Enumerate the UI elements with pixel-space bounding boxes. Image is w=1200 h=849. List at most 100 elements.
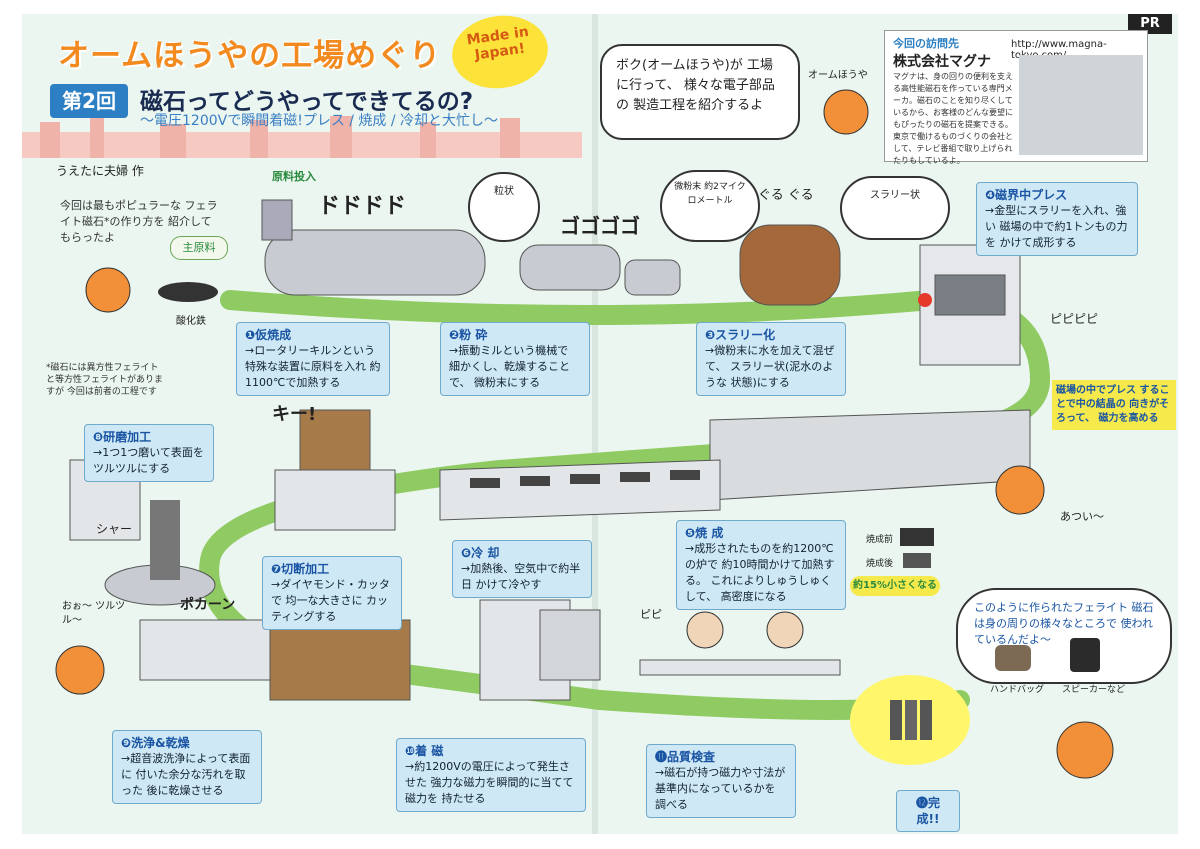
step-12-box: ⓬完成!!	[896, 790, 960, 832]
before-sample	[900, 528, 934, 546]
sfx-atsui: あつい〜	[1060, 510, 1104, 523]
step-7-title: ❼切断加工	[271, 562, 330, 576]
slurry-bubble: スラリー状	[840, 176, 950, 240]
step-3-box: ❸スラリー化 →微粉末に水を加えて混ぜて、 スラリー状(泥水のような 状態)にする	[696, 322, 846, 396]
speaker-icon	[1070, 638, 1100, 672]
visit-description: マグナは、身の回りの便利を支える高性能磁石を作っている専門メーカ。磁石のことを知…	[893, 72, 1013, 165]
step-8-title: ❽研磨加工	[93, 430, 152, 444]
ultrasonic-washer	[139, 619, 411, 701]
magnetic-press	[918, 244, 1021, 366]
step-7-box: ❼切断加工 →ダイヤモンド・カッタで 均一な大きさに カッティングする	[262, 556, 402, 630]
mascot-left-2	[55, 645, 105, 695]
iron-oxide-pile	[158, 282, 218, 302]
sfx-guru: ぐる ぐる	[758, 188, 814, 203]
step-5-box: ❺焼 成 →成形されたものを約1200℃の炉で 約10時間かけて加熱する。 これに…	[676, 520, 846, 610]
step-11-title: ⓫品質検査	[655, 750, 716, 764]
granule-label: 粒状	[494, 186, 514, 197]
slurry-drum	[739, 224, 841, 306]
step-9-text: →超音波洗浄によって表面に 付いた余分な汚れを取った 後に乾燥させる	[121, 752, 251, 797]
mascot-right-1	[823, 89, 869, 135]
step-12-title: ⓬完成!!	[915, 796, 940, 826]
step-6-title: ❻冷 却	[461, 546, 500, 560]
page-gutter	[592, 14, 598, 834]
step-11-box: ⓫品質検査 →磁石が持つ磁力や寸法が 基準内になっているかを 調べる	[646, 744, 796, 818]
step-5-text: →成形されたものを約1200℃の炉で 約10時間かけて加熱する。 これによりしゅ…	[685, 542, 835, 603]
sfx-dododo: ドドドド	[318, 194, 407, 219]
sfx-pipi-2: ピピ	[640, 608, 662, 621]
step-1-title: ❶仮焼成	[245, 328, 292, 342]
step-6-text: →加熱後、空気中で約半日 かけて冷やす	[461, 562, 581, 591]
cooling-rack	[439, 459, 721, 521]
step-5-title: ❺焼 成	[685, 526, 724, 540]
step-2-box: ❷粉 砕 →振動ミルという機械で 細かくし、乾燥することで、 微粉末にする	[440, 322, 590, 396]
vibration-mill	[519, 244, 681, 296]
step-2-text: →振動ミルという機械で 細かくし、乾燥することで、 微粉末にする	[449, 344, 570, 389]
handbag-label: ハンドバッグ	[990, 685, 1045, 695]
mascot-right-3	[1056, 721, 1114, 779]
visit-info-box: 今回の訪問先 株式会社マグナ http://www.magna-tokyo.co…	[884, 30, 1148, 165]
step-4-text: →金型にスラリーを入れ、強い 磁場の中で約1トンもの力を かけて成形する	[985, 204, 1128, 249]
step-3-text: →微粉末に水を加えて混ぜて、 スラリー状(泥水のような 状態)にする	[705, 344, 835, 389]
main-material-name: 酸化鉄	[176, 316, 206, 327]
main-material-badge: 主原料	[170, 236, 228, 260]
inspection-desk	[639, 611, 841, 676]
episode-title: 磁石ってどうやってできてるの?	[140, 89, 474, 115]
step-3-title: ❸スラリー化	[705, 328, 776, 342]
sintering-furnace	[709, 409, 1031, 501]
intro-note: 今回は最もポピュラーな フェライト磁石*の作り方を 紹介してもらったよ	[60, 199, 218, 244]
step-2-title: ❷粉 砕	[449, 328, 488, 342]
raw-material-input-label: 原料投入	[272, 170, 316, 183]
intro-speech-bubble: ボク(オームほうや)が 工場に行って、 様々な電子部品の 製造工程を紹介するよ	[600, 44, 800, 140]
ending-speech-bubble: このように作られたフェライト 磁石は身の周りの様々なところで 使われているんだよ…	[956, 588, 1172, 684]
episode-label: 第2回	[50, 84, 128, 118]
mascot-right-2	[995, 465, 1045, 515]
step-1-box: ❶仮焼成 →ロータリーキルンという 特殊な装置に原料を入れ 約1100℃で加熱する	[236, 322, 390, 396]
factory-skyline	[22, 116, 582, 158]
subtitle: 〜電圧1200Vで瞬間着磁!プレス / 焼成 / 冷却と大忙し〜	[140, 113, 499, 129]
sfx-pipi: ピピピピ	[1050, 312, 1099, 326]
before-label: 焼成前	[866, 535, 894, 545]
magnetizer	[479, 599, 601, 701]
after-label: 焼成後	[866, 559, 894, 569]
sfx-pokan: ポカーン	[180, 597, 236, 613]
finished-magnets	[850, 675, 970, 765]
diamond-cutter	[274, 409, 396, 531]
author-credit: うえたに夫婦 作	[56, 164, 144, 178]
granule-bubble: 粒状	[468, 172, 540, 242]
step-4-box: ❹磁界中プレス →金型にスラリーを入れ、強い 磁場の中で約1トンもの力を かけて成…	[976, 182, 1138, 256]
footnote: *磁石には異方性フェライトと等方性フェライトがありますが 今回は前者の工程です	[46, 363, 164, 397]
mascot-name: オームほうや	[808, 70, 868, 81]
sfx-ooo: おぉ〜 ツルツル〜	[62, 601, 126, 626]
step-10-text: →約1200Vの電圧によって発生させた 強力な磁力を瞬間的に当てて磁力を 持たせ…	[405, 760, 574, 805]
step-6-box: ❻冷 却 →加熱後、空気中で約半日 かけて冷やす	[452, 540, 592, 598]
shrink-badge: 約15%小さくなる	[850, 576, 940, 596]
step-4-title: ❹磁界中プレス	[985, 188, 1068, 202]
slurry-shape-label: スラリー状	[870, 190, 920, 201]
press-note: 磁場の中でプレス することで中の結晶の 向きがそろって、 磁力を高める	[1052, 380, 1176, 430]
grinding-machine	[69, 459, 216, 606]
step-10-box: ❿着 磁 →約1200Vの電圧によって発生させた 強力な磁力を瞬間的に当てて磁力を…	[396, 738, 586, 812]
feature-title: オームほうやの工場めぐり	[58, 38, 442, 74]
step-10-title: ❿着 磁	[405, 744, 444, 758]
sfx-kii: キー!	[272, 404, 317, 425]
step-1-text: →ロータリーキルンという 特殊な装置に原料を入れ 約1100℃で加熱する	[245, 344, 381, 389]
step-8-text: →1つ1つ磨いて表面を ツルツルにする	[93, 446, 204, 475]
visit-company: 株式会社マグナ	[893, 54, 991, 70]
speaker-label: スピーカーなど	[1062, 685, 1126, 695]
powder-bubble: 微粉末 約2マイクロメートル	[660, 170, 760, 242]
rotary-kiln	[261, 199, 486, 296]
step-7-text: →ダイヤモンド・カッタで 均一な大きさに カッティングする	[271, 578, 390, 623]
sfx-gogogo: ゴゴゴゴ	[560, 214, 640, 238]
handbag-icon	[995, 645, 1031, 671]
step-11-text: →磁石が持つ磁力や寸法が 基準内になっているかを 調べる	[655, 766, 786, 811]
step-9-title: ❾洗浄&乾燥	[121, 736, 190, 750]
visit-heading: 今回の訪問先	[893, 37, 959, 50]
mascot-left-1	[85, 267, 131, 313]
step-8-box: ❽研磨加工 →1つ1つ磨いて表面を ツルツルにする	[84, 424, 214, 482]
step-9-box: ❾洗浄&乾燥 →超音波洗浄によって表面に 付いた余分な汚れを取った 後に乾燥させる	[112, 730, 262, 804]
after-sample	[903, 553, 931, 568]
product-photo	[1019, 55, 1143, 155]
sfx-shaa: シャー	[96, 522, 133, 536]
